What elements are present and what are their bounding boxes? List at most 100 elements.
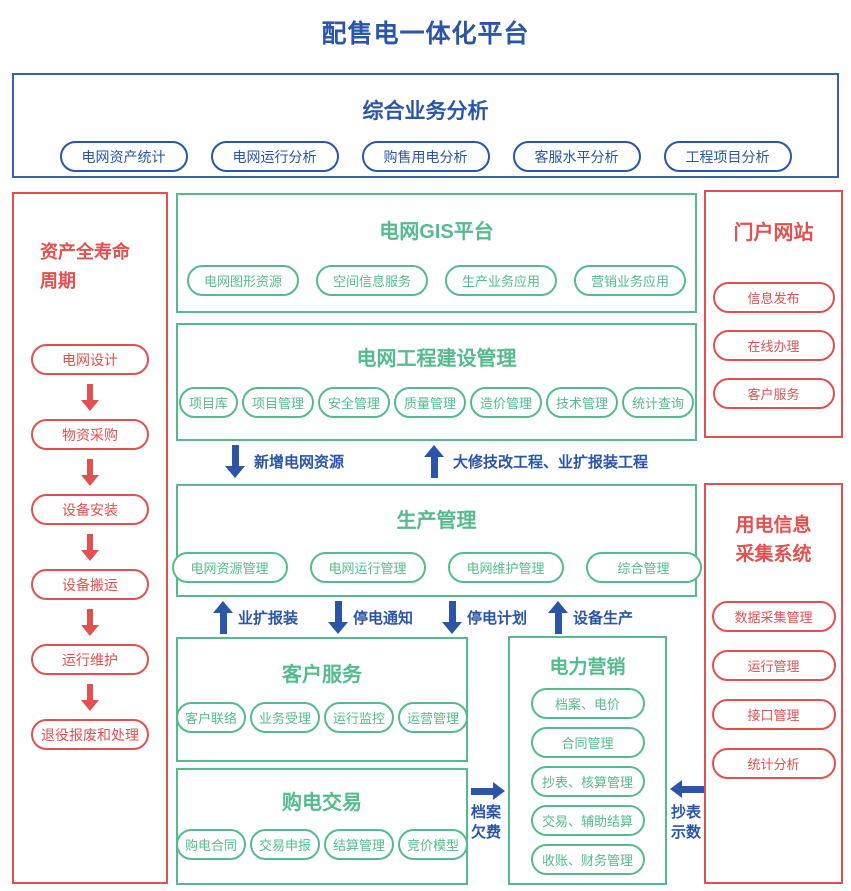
construction-pill: 造价管理 (470, 387, 543, 418)
metering-pill: 运行管理 (711, 650, 836, 681)
customer-service-box: 客户服务 客户联络 业务受理 运行监控 运营管理 (175, 637, 469, 762)
lifecycle-step-pill: 设备搬运 (31, 569, 149, 600)
construction-pill: 项目管理 (241, 387, 314, 418)
construction-pill-row: 项目库 项目管理 安全管理 质量管理 造价管理 技术管理 统计查询 (178, 387, 695, 418)
marketing-pill: 交易、辅助结算 (530, 805, 645, 836)
metering-pill: 接口管理 (711, 699, 836, 730)
metering-pill: 统计分析 (711, 748, 836, 779)
lifecycle-step-pill: 退役报废和处理 (31, 719, 149, 750)
lifecycle-step-pill: 物资采购 (31, 419, 149, 450)
construction-title: 电网工程建设管理 (356, 348, 517, 370)
construction-pill: 质量管理 (393, 387, 466, 418)
gis-pill: 营销业务应用 (574, 265, 686, 296)
gis-box: 电网GIS平台 电网图形资源 空间信息服务 生产业务应用 营销业务应用 (176, 193, 697, 313)
down-arrow-icon (81, 383, 99, 411)
customer-service-title: 客户服务 (282, 664, 362, 686)
purchase-pill: 交易申报 (249, 829, 320, 860)
purchase-title: 购电交易 (282, 792, 362, 814)
page-title: 配售电一体化平台 (321, 20, 530, 48)
production-pill: 综合管理 (585, 552, 702, 583)
flow-label: 设备生产 (573, 610, 634, 627)
metering-pill: 数据采集管理 (711, 601, 836, 632)
portal-pill: 在线办理 (712, 330, 835, 361)
metering-title-line: 采集系统 (735, 544, 812, 565)
flow-label: 停电通知 (353, 610, 414, 627)
flow-device-production: 设备生产 (548, 601, 633, 634)
gis-pill: 电网图形资源 (187, 265, 299, 296)
construction-pill: 项目库 (178, 387, 238, 418)
lifecycle-step-pill: 电网设计 (31, 344, 149, 375)
flow-expansion-apply: 业扩报装 (213, 601, 298, 634)
analysis-pill: 工程项目分析 (663, 141, 792, 172)
lifecycle-title: 资产全寿命 周期 (40, 238, 130, 296)
customer-pill: 运行监控 (324, 702, 395, 733)
purchase-box: 购电交易 购电合同 交易申报 结算管理 竞价模型 (175, 768, 469, 885)
down-arrow-icon (225, 445, 245, 478)
marketing-pill: 合同管理 (530, 727, 645, 758)
purchase-pill: 竞价模型 (398, 829, 469, 860)
purchase-pill: 结算管理 (324, 829, 395, 860)
portal-pill: 信息发布 (712, 282, 835, 313)
lifecycle-box: 资产全寿命 周期 电网设计 物资采购 设备安装 设备搬运 运行维护 退役报废和处… (12, 192, 168, 884)
construction-pill: 技术管理 (546, 387, 619, 418)
marketing-pill: 收账、财务管理 (530, 844, 645, 875)
metering-title: 用电信息 采集系统 (706, 511, 841, 569)
portal-box: 门户网站 信息发布 在线办理 客户服务 (704, 190, 843, 438)
flow-archive-arrears-label: 档案 欠费 (471, 804, 502, 841)
marketing-box: 电力营销 档案、电价 合同管理 抄表、核算管理 交易、辅助结算 收账、财务管理 (508, 636, 667, 885)
up-arrow-icon (213, 601, 233, 634)
metering-pill-column: 数据采集管理 运行管理 接口管理 统计分析 (706, 601, 841, 779)
construction-pill: 安全管理 (317, 387, 390, 418)
construction-box: 电网工程建设管理 项目库 项目管理 安全管理 质量管理 造价管理 技术管理 统计… (176, 323, 697, 441)
analysis-pill: 电网运行分析 (210, 141, 339, 172)
lifecycle-step-pill: 设备安装 (31, 494, 149, 525)
analysis-pill: 电网资产统计 (59, 141, 188, 172)
production-pill: 电网维护管理 (447, 552, 564, 583)
customer-pill: 客户联络 (175, 702, 246, 733)
gis-pill: 生产业务应用 (445, 265, 557, 296)
production-pill: 电网运行管理 (309, 552, 426, 583)
down-arrow-icon (81, 458, 99, 486)
marketing-pill-column: 档案、电价 合同管理 抄表、核算管理 交易、辅助结算 收账、财务管理 (510, 688, 665, 875)
analysis-pill: 客服水平分析 (512, 141, 641, 172)
production-title: 生产管理 (396, 510, 477, 532)
flow-label: 新增电网资源 (254, 454, 345, 471)
left-arrow-icon (670, 780, 704, 798)
marketing-pill: 档案、电价 (530, 688, 645, 719)
flow-label: 业扩报装 (238, 610, 299, 627)
down-arrow-icon (81, 683, 99, 711)
flow-new-grid-resource: 新增电网资源 (225, 445, 344, 478)
production-pill: 电网资源管理 (171, 552, 288, 583)
down-arrow-icon (442, 601, 462, 634)
portal-pill: 客户服务 (712, 378, 835, 409)
flow-label: 停电计划 (467, 610, 528, 627)
customer-pill: 业务受理 (249, 702, 320, 733)
customer-pill: 运营管理 (398, 702, 469, 733)
down-arrow-icon (81, 533, 99, 561)
flow-outage-plan: 停电计划 (442, 601, 527, 634)
flow-meter-reading-label: 抄表 示数 (671, 804, 702, 841)
production-pill-row: 电网资源管理 电网运行管理 电网维护管理 综合管理 (171, 552, 702, 583)
metering-box: 用电信息 采集系统 数据采集管理 运行管理 接口管理 统计分析 (704, 483, 843, 884)
right-arrow-icon (471, 782, 505, 800)
purchase-pill: 购电合同 (175, 829, 246, 860)
analysis-pill-row: 电网资产统计 电网运行分析 购售用电分析 客服水平分析 工程项目分析 (14, 141, 837, 172)
down-arrow-icon (328, 601, 348, 634)
flow-overhaul-expansion: 大修技改工程、业扩报装工程 (424, 445, 648, 478)
analysis-pill: 购售用电分析 (361, 141, 490, 172)
analysis-box: 综合业务分析 电网资产统计 电网运行分析 购售用电分析 客服水平分析 工程项目分… (12, 73, 839, 178)
metering-title-line: 用电信息 (735, 515, 812, 536)
production-box: 生产管理 电网资源管理 电网运行管理 电网维护管理 综合管理 (171, 484, 702, 597)
portal-title: 门户网站 (733, 222, 814, 244)
marketing-pill: 抄表、核算管理 (530, 766, 645, 797)
gis-pill-row: 电网图形资源 空间信息服务 生产业务应用 营销业务应用 (178, 265, 695, 296)
portal-pill-column: 信息发布 在线办理 客户服务 (706, 282, 841, 409)
down-arrow-icon (81, 608, 99, 636)
up-arrow-icon (424, 445, 444, 478)
lifecycle-title-line: 资产全寿命 (40, 242, 130, 262)
customer-pill-row: 客户联络 业务受理 运行监控 运营管理 (175, 702, 469, 733)
construction-pill: 统计查询 (622, 387, 695, 418)
up-arrow-icon (548, 601, 568, 634)
marketing-title: 电力营销 (549, 657, 626, 678)
purchase-pill-row: 购电合同 交易申报 结算管理 竞价模型 (175, 829, 469, 860)
